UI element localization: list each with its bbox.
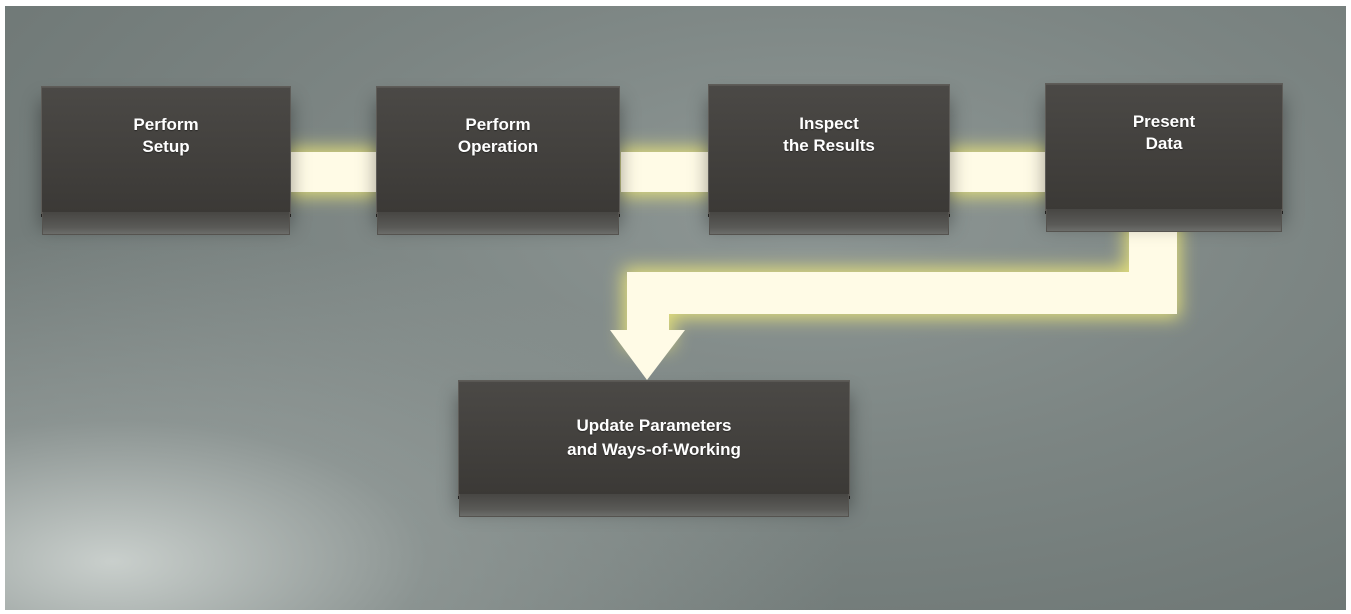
step-present-data: Present Data: [1045, 83, 1283, 232]
step-inspect-results-label: Inspect the Results: [783, 114, 875, 155]
step-present-data-label: Present Data: [1132, 112, 1196, 153]
step-perform-operation-label: Perform Operation: [457, 115, 539, 156]
step-update-parameters-label: Update Parameters and Ways-of-Working: [567, 416, 741, 459]
step-perform-operation: Perform Operation: [376, 86, 620, 235]
step-update-parameters: Update Parameters and Ways-of-Working: [458, 380, 850, 517]
connector-feedback-horizontal: [627, 272, 1177, 314]
connector-operation-inspect: [621, 152, 711, 192]
connector-feedback-down: [627, 272, 669, 334]
diagram-canvas: Perform Setup Perform Operation Inspect …: [5, 6, 1346, 610]
step-perform-setup: Perform Setup: [41, 86, 291, 235]
connector-inspect-present: [949, 152, 1049, 192]
step-inspect-results: Inspect the Results: [708, 84, 950, 235]
step-perform-setup-label: Perform Setup: [133, 115, 199, 156]
feedback-arrowhead: [610, 330, 685, 380]
connector-setup-operation: [289, 152, 379, 192]
